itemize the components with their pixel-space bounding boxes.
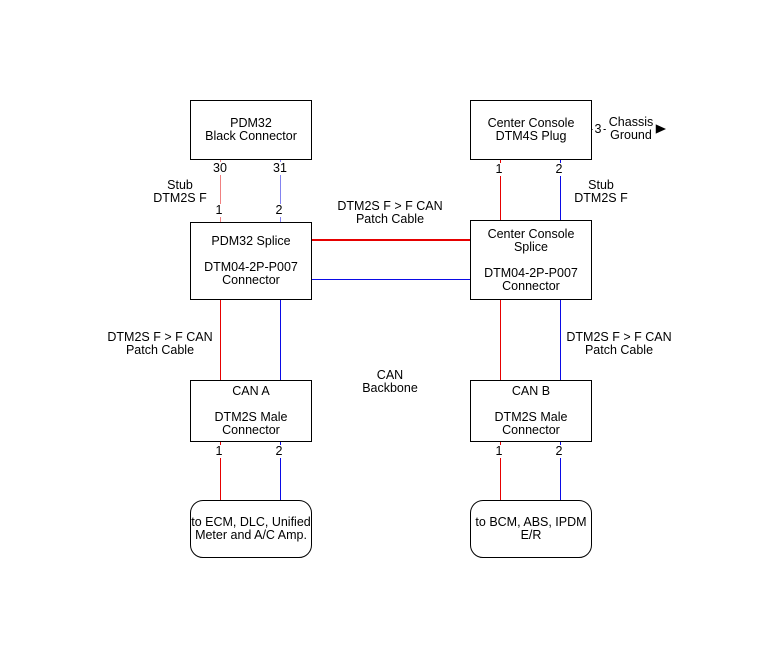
- patch-right-red-wire: [499, 300, 501, 380]
- pin-label-splice-2: 2: [273, 203, 285, 217]
- patch-left-red-wire: [219, 300, 221, 380]
- can-b-out-blue-wire: [559, 442, 561, 500]
- to-bcm-destination-box: to BCM, ABS, IPDM E/R: [470, 500, 592, 558]
- backbone-blue-wire: [312, 278, 470, 280]
- pin-label-30: 30: [211, 161, 229, 175]
- pin-label-can-b-1: 1: [493, 444, 505, 458]
- chassis-ground-label: Chassis Ground: [605, 116, 657, 142]
- stub-left-red-wire: [219, 160, 221, 222]
- pin-label-can-a-2: 2: [273, 444, 285, 458]
- stub-right-blue-wire: [559, 160, 561, 220]
- can-a-out-blue-wire: [279, 442, 281, 500]
- can-backbone-label: CAN Backbone: [362, 368, 418, 395]
- pin-label-can-a-1: 1: [213, 444, 225, 458]
- stub-left-blue-wire: [279, 160, 281, 222]
- stub-label-right: Stub DTM2S F: [574, 178, 628, 205]
- pdm32-splice-box: PDM32 Splice DTM04-2P-P007 Connector: [190, 222, 312, 300]
- pin-label-plug-1: 1: [493, 162, 505, 176]
- patch-cable-label-left: DTM2S F > F CAN Patch Cable: [107, 330, 213, 357]
- pdm32-black-connector-box: PDM32 Black Connector: [190, 100, 312, 160]
- patch-right-blue-wire: [559, 300, 561, 380]
- patch-cable-label-right: DTM2S F > F CAN Patch Cable: [566, 330, 672, 357]
- pin-label-plug-2: 2: [553, 162, 565, 176]
- can-a-connector-box: CAN A DTM2S Male Connector: [190, 380, 312, 442]
- patch-left-blue-wire: [279, 300, 281, 380]
- center-console-dtm4s-plug-box: Center Console DTM4S Plug: [470, 100, 592, 160]
- center-console-splice-box: Center Console Splice DTM04-2P-P007 Conn…: [470, 220, 592, 300]
- chassis-ground-arrow-icon: [655, 124, 666, 135]
- stub-label-left: Stub DTM2S F: [153, 178, 207, 205]
- pin-label-can-b-2: 2: [553, 444, 565, 458]
- pin-label-splice-1: 1: [213, 203, 225, 217]
- can-b-connector-box: CAN B DTM2S Male Connector: [470, 380, 592, 442]
- can-b-out-red-wire: [499, 442, 501, 500]
- patch-cable-label-top: DTM2S F > F CAN Patch Cable: [337, 199, 443, 226]
- pin-label-plug-3: 3: [592, 122, 604, 136]
- pin-label-31: 31: [271, 161, 289, 175]
- to-ecm-destination-box: to ECM, DLC, Unified Meter and A/C Amp.: [190, 500, 312, 558]
- stub-right-red-wire: [499, 160, 501, 220]
- backbone-red-wire: [312, 239, 470, 241]
- can-a-out-red-wire: [219, 442, 221, 500]
